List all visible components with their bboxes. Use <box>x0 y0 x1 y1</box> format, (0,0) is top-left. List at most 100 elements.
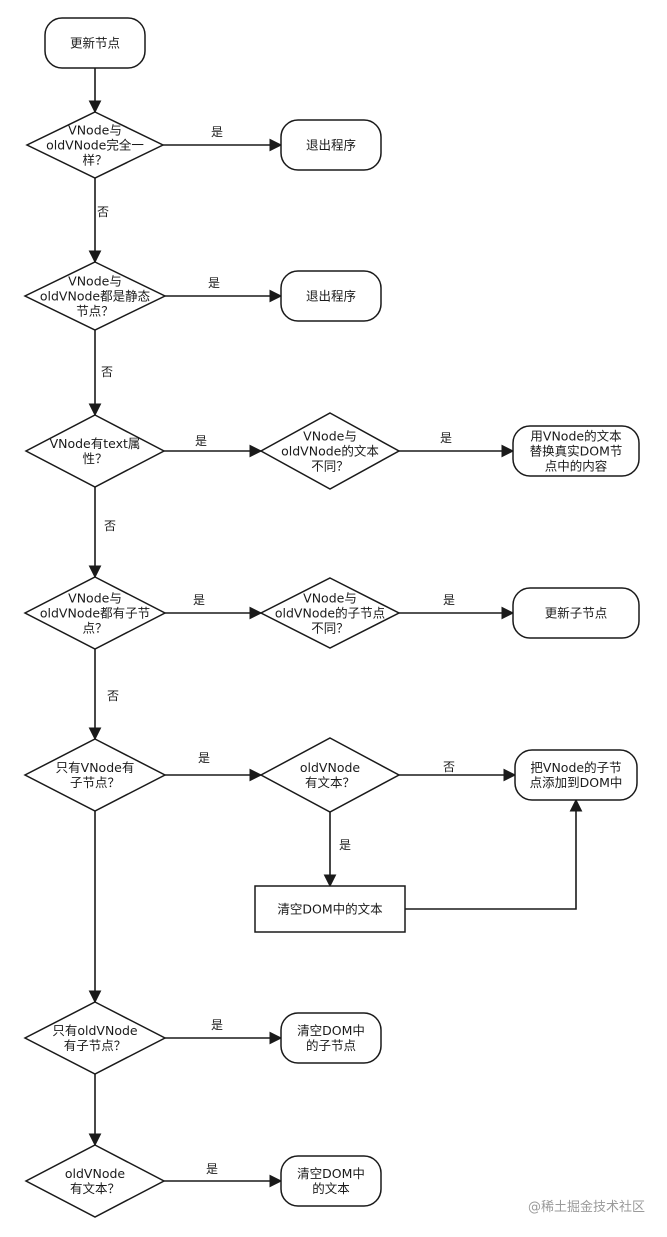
edge-d2-to-d3: 否 <box>88 330 113 417</box>
node-label: oldVNode的子节点 <box>275 606 385 621</box>
edge-label: 是 <box>195 434 207 448</box>
edge-d3b-to-r3: 是 <box>399 431 515 458</box>
decision-shape <box>25 111 165 179</box>
node-r7: 清空DOM中的文本 <box>280 1155 382 1207</box>
edge-label: 是 <box>206 1162 218 1176</box>
node-label: 替换真实DOM节 <box>530 444 623 459</box>
node-label: oldVNode都有子节 <box>40 606 150 621</box>
edge-d6-to-r6: 是 <box>165 1018 283 1045</box>
edge-label: 否 <box>101 365 113 379</box>
decision-shape <box>24 1144 166 1218</box>
terminal-shape <box>280 270 382 322</box>
terminal-shape <box>280 1155 382 1207</box>
node-label: 点？ <box>82 621 107 636</box>
node-label: oldVNode <box>300 760 361 775</box>
node-label: 有文本？ <box>305 775 355 790</box>
node-label: 点中的内容 <box>545 459 608 474</box>
node-label: 清空DOM中 <box>297 1023 365 1038</box>
watermark: @稀土掘金技术社区 <box>527 1200 645 1215</box>
edge-label: 是 <box>211 1018 223 1032</box>
node-label: 更新子节点 <box>545 606 608 621</box>
node-label: VNode有text属 <box>50 436 141 451</box>
edge-d4-to-d4b: 是 <box>165 593 263 620</box>
node-label: 只有VNode有 <box>56 760 135 775</box>
decision-shape <box>259 737 401 813</box>
edge-label: 否 <box>97 205 109 219</box>
node-label: oldVNode的文本 <box>281 444 379 459</box>
connector-arrow <box>405 798 583 910</box>
node-label: 不同？ <box>311 621 349 636</box>
nodes-layer: 更新节点VNode与oldVNode完全一样？退出程序VNode与oldVNod… <box>23 17 640 1218</box>
decision-shape <box>259 412 401 490</box>
node-label: oldVNode完全一 <box>46 138 144 153</box>
decision-shape <box>259 577 401 649</box>
node-exit2: 退出程序 <box>280 270 382 322</box>
node-label: 的子节点 <box>306 1038 356 1053</box>
node-label: 更新节点 <box>70 36 120 51</box>
edge-d3-to-d4: 否 <box>88 487 116 579</box>
decision-shape <box>24 414 166 488</box>
node-label: VNode与 <box>303 429 357 444</box>
terminal-shape <box>280 119 382 171</box>
decision-shape <box>23 576 167 650</box>
edge-d7-to-r7: 是 <box>164 1162 283 1188</box>
node-label: 不同？ <box>311 459 349 474</box>
node-label: 子节点？ <box>70 775 120 790</box>
edge-label: 否 <box>104 519 116 533</box>
edge-label: 否 <box>443 760 455 774</box>
terminal-shape <box>44 17 146 69</box>
edge-label: 是 <box>193 593 205 607</box>
edge-label: 是 <box>208 276 220 290</box>
node-label: 节点？ <box>76 304 114 319</box>
edge-d2-to-exit2: 是 <box>165 276 283 303</box>
edge-d5-to-d5b: 是 <box>165 751 263 782</box>
node-r4: 更新子节点 <box>512 587 640 639</box>
node-label: 清空DOM中的文本 <box>277 902 383 917</box>
edge-label: 是 <box>339 838 351 852</box>
node-label: 退出程序 <box>306 289 356 304</box>
edges-layer: 是否是否是是否是是否是否是是是 <box>88 68 583 1188</box>
terminal-shape <box>512 425 640 477</box>
edge-d4-to-d5: 否 <box>88 649 119 741</box>
edge-label: 是 <box>440 431 452 445</box>
edge-label: 是 <box>198 751 210 765</box>
node-label: 用VNode的文本 <box>530 429 622 444</box>
node-label: oldVNode都是静态 <box>40 289 150 304</box>
node-label: 点添加到DOM中 <box>530 775 623 790</box>
edge-label: 是 <box>443 593 455 607</box>
node-exit1: 退出程序 <box>280 119 382 171</box>
node-label: VNode与 <box>68 591 122 606</box>
node-label: VNode与 <box>68 274 122 289</box>
node-label: VNode与 <box>68 123 122 138</box>
edge-d1-to-exit1: 是 <box>163 125 283 152</box>
node-start: 更新节点 <box>44 17 146 69</box>
terminal-shape <box>280 1012 382 1064</box>
terminal-shape <box>512 587 640 639</box>
edge-d5b-to-clear5: 是 <box>323 812 351 888</box>
terminal-shape <box>514 749 638 801</box>
process-shape <box>254 885 406 933</box>
node-label: 的文本 <box>312 1181 350 1196</box>
edge-d5b-to-r5: 否 <box>399 760 517 782</box>
decision-shape <box>23 261 167 331</box>
edge-label: 否 <box>107 689 119 703</box>
node-label: 样？ <box>82 153 107 168</box>
edge-d4b-to-r4: 是 <box>399 593 515 620</box>
edge-d3-to-d3b: 是 <box>164 434 263 458</box>
node-label: VNode与 <box>303 591 357 606</box>
